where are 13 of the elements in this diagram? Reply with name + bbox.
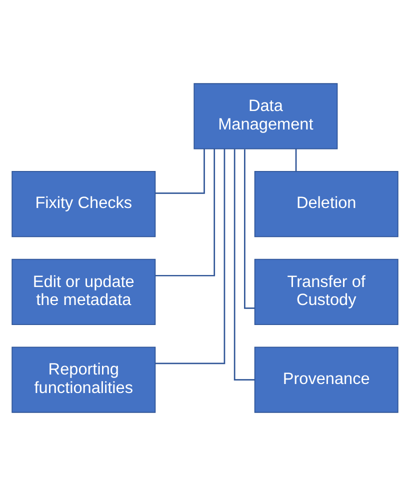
node-box: Reporting functionalities (12, 346, 156, 413)
node-box: Transfer of Custody (254, 258, 398, 325)
node-box: Provenance (254, 346, 398, 413)
connector (155, 148, 205, 194)
connector (295, 148, 297, 172)
node-box: Deletion (254, 171, 398, 238)
connector (155, 149, 226, 364)
node-box: Edit or update the metadata (12, 258, 156, 325)
node-box: Data Management (194, 83, 338, 150)
connector (156, 148, 216, 276)
connector (234, 149, 255, 380)
node-box: Fixity Checks (12, 171, 156, 238)
connector (244, 149, 255, 309)
